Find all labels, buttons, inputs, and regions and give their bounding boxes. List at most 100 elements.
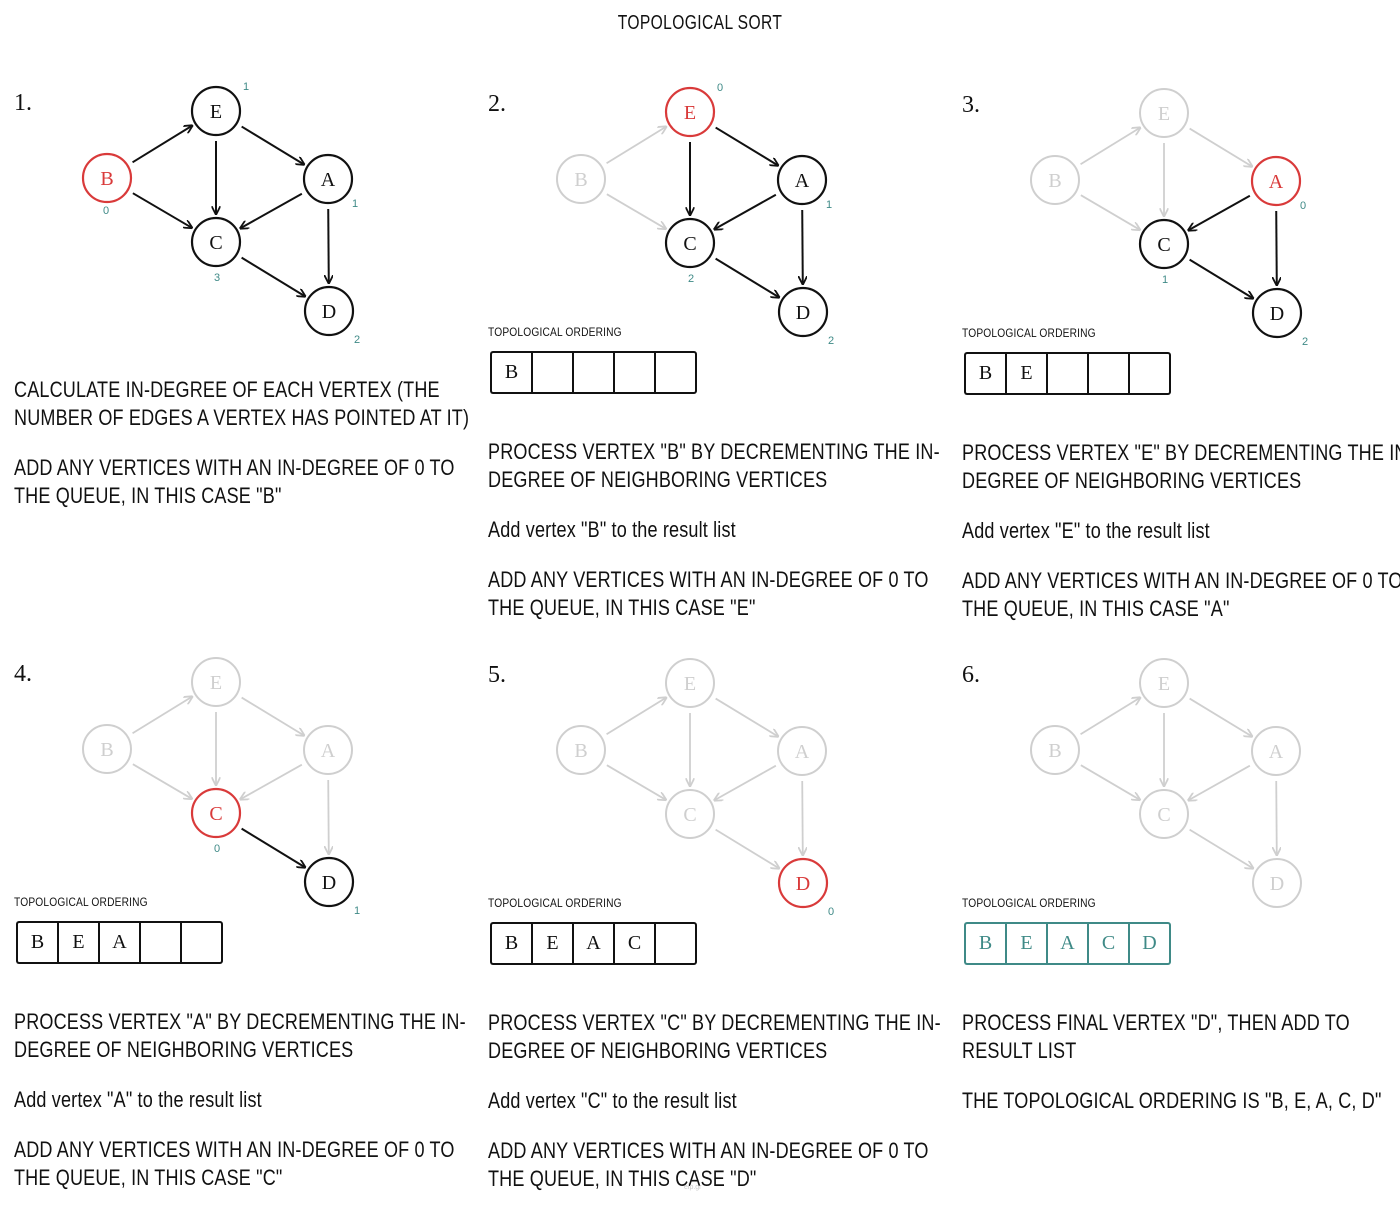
- ordering-slot: [1087, 352, 1128, 395]
- watermark: eip.gr: [684, 1184, 702, 1191]
- step-number: 1.: [14, 90, 32, 116]
- in-degree-b: 0: [103, 205, 109, 217]
- vertex-d: D: [303, 856, 355, 908]
- edge-b-to-c: [1080, 764, 1140, 800]
- ordering-slot: [139, 921, 180, 964]
- vertex-a: A: [1251, 726, 1301, 776]
- vertex-d: D: [303, 285, 355, 337]
- edge-e-to-a: [715, 126, 778, 166]
- vertex-c: C: [1139, 789, 1189, 839]
- in-degree-d: 1: [354, 905, 360, 917]
- topological-ordering-list: B: [490, 351, 697, 394]
- step-description: PROCESS VERTEX "A" BY DECREMENTING THE I…: [14, 1008, 466, 1214]
- edge-c-to-d: [1189, 258, 1253, 299]
- vertex-label: B: [100, 739, 113, 761]
- in-degree-c: 3: [214, 272, 220, 284]
- vertex-a: A: [1250, 155, 1302, 207]
- description-line: ADD ANY VERTICES WITH AN IN-DEGREE OF 0 …: [962, 568, 1400, 621]
- in-degree-a: 1: [352, 198, 358, 210]
- ordering-slot: [531, 351, 572, 394]
- vertex-label: C: [1157, 234, 1170, 256]
- description-line: PROCESS VERTEX "A" BY DECREMENTING THE I…: [14, 1009, 466, 1062]
- vertex-label: C: [209, 803, 222, 825]
- step-description: PROCESS FINAL VERTEX "D", THEN ADD TO RE…: [962, 1009, 1381, 1137]
- description-line: PROCESS VERTEX "E" BY DECREMENTING THE I…: [962, 440, 1400, 493]
- edge-b-to-e: [132, 126, 193, 164]
- ordering-slot: B: [16, 921, 57, 964]
- ordering-slot: [654, 351, 697, 394]
- vertex-label: C: [209, 232, 222, 254]
- vertex-e: E: [1139, 88, 1189, 138]
- ordering-slot: [1128, 352, 1171, 395]
- description-line: Add vertex "C" to the result list: [488, 1088, 737, 1113]
- edge-e-to-a: [715, 697, 778, 737]
- description-line: PROCESS FINAL VERTEX "D", THEN ADD TO RE…: [962, 1010, 1350, 1063]
- edge-a-to-c: [714, 193, 777, 230]
- in-degree-c: 0: [214, 843, 220, 855]
- vertex-label: A: [795, 170, 810, 192]
- edge-e-to-a: [1189, 127, 1252, 167]
- vertex-a: A: [776, 154, 828, 206]
- vertex-d: D: [777, 286, 829, 338]
- step-description: PROCESS VERTEX "E" BY DECREMENTING THE I…: [962, 439, 1400, 645]
- ordering-slot: A: [1046, 922, 1087, 965]
- ordering-slot: B: [964, 922, 1005, 965]
- ordering-slot: A: [572, 922, 613, 965]
- ordering-label: TOPOLOGICAL ORDERING: [14, 895, 148, 909]
- vertex-label: A: [1269, 171, 1284, 193]
- vertex-b: B: [81, 152, 133, 204]
- description-line: ADD ANY VERTICES WITH AN IN-DEGREE OF 0 …: [488, 1138, 929, 1191]
- vertex-b: B: [82, 724, 132, 774]
- description-line: PROCESS VERTEX "C" BY DECREMENTING THE I…: [488, 1010, 941, 1063]
- description-line: ADD ANY VERTICES WITH AN IN-DEGREE OF 0 …: [14, 1137, 455, 1190]
- edge-c-to-d: [241, 256, 305, 297]
- step-number: 2.: [488, 91, 506, 117]
- vertex-a: A: [303, 725, 353, 775]
- description-line: ADD ANY VERTICES WITH AN IN-DEGREE OF 0 …: [488, 567, 929, 620]
- edge-b-to-c: [1080, 194, 1140, 230]
- ordering-slot: B: [490, 351, 531, 394]
- vertex-label: B: [574, 740, 587, 762]
- edge-b-to-e: [132, 697, 193, 735]
- edge-a-to-d: [328, 779, 329, 854]
- vertex-e: E: [664, 86, 716, 138]
- step-description: PROCESS VERTEX "C" BY DECREMENTING THE I…: [488, 1009, 941, 1215]
- in-degree-c: 2: [688, 273, 694, 285]
- vertex-label: E: [684, 673, 696, 695]
- vertex-label: B: [574, 169, 587, 191]
- edge-a-to-c: [240, 763, 303, 800]
- vertex-label: E: [210, 101, 222, 123]
- vertex-label: D: [1270, 873, 1284, 895]
- ordering-slot: E: [57, 921, 98, 964]
- vertex-label: A: [321, 740, 336, 762]
- ordering-slot: A: [98, 921, 139, 964]
- vertex-label: A: [1269, 741, 1284, 763]
- in-degree-d: 2: [1302, 336, 1308, 348]
- ordering-slot: C: [1087, 922, 1128, 965]
- vertex-d: D: [1252, 858, 1302, 908]
- in-degree-d: 2: [354, 334, 360, 346]
- edge-a-to-d: [1276, 780, 1277, 855]
- vertex-label: A: [321, 169, 336, 191]
- vertex-a: A: [777, 726, 827, 776]
- vertex-label: C: [1157, 804, 1170, 826]
- ordering-label: TOPOLOGICAL ORDERING: [488, 325, 622, 339]
- edge-c-to-d: [715, 828, 779, 869]
- description-line: Add vertex "A" to the result list: [14, 1087, 262, 1112]
- vertex-label: E: [684, 102, 696, 124]
- in-degree-d: 0: [828, 906, 834, 918]
- vertex-label: D: [322, 872, 336, 894]
- vertex-label: E: [1158, 673, 1170, 695]
- edge-e-to-a: [241, 696, 304, 736]
- ordering-slot: B: [964, 352, 1005, 395]
- vertex-label: B: [1048, 170, 1061, 192]
